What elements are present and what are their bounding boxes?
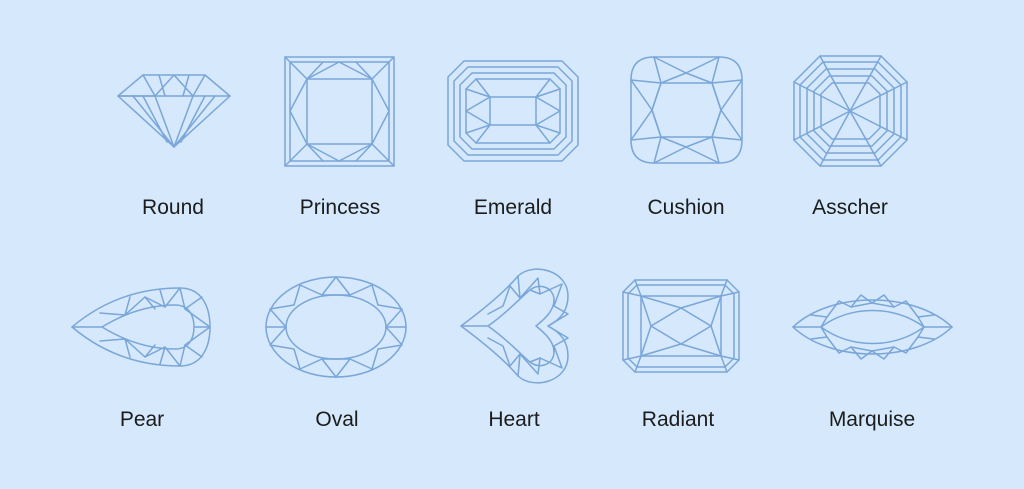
asscher-diamond-icon [793,55,908,167]
shape-label-princess: Princess [299,196,381,219]
shape-label-oval: Oval [315,408,359,431]
heart-diamond-icon [460,268,569,384]
shape-label-marquise: Marquise [828,408,916,431]
marquise-diamond-icon [792,294,953,360]
shape-label-radiant: Radiant [641,408,715,431]
shape-label-heart: Heart [488,408,540,431]
shape-label-cushion: Cushion [647,196,725,219]
princess-diamond-icon [284,56,395,167]
shape-label-asscher: Asscher [812,196,888,219]
shape-label-round: Round [142,196,204,219]
radiant-diamond-icon [622,279,740,373]
shape-label-emerald: Emerald [473,196,553,219]
cushion-diamond-icon [630,56,743,164]
emerald-diamond-icon [447,60,579,162]
oval-diamond-icon [265,276,407,378]
round-diamond-icon [117,74,231,148]
shape-label-pear: Pear [119,408,165,431]
pear-diamond-icon [71,287,211,367]
